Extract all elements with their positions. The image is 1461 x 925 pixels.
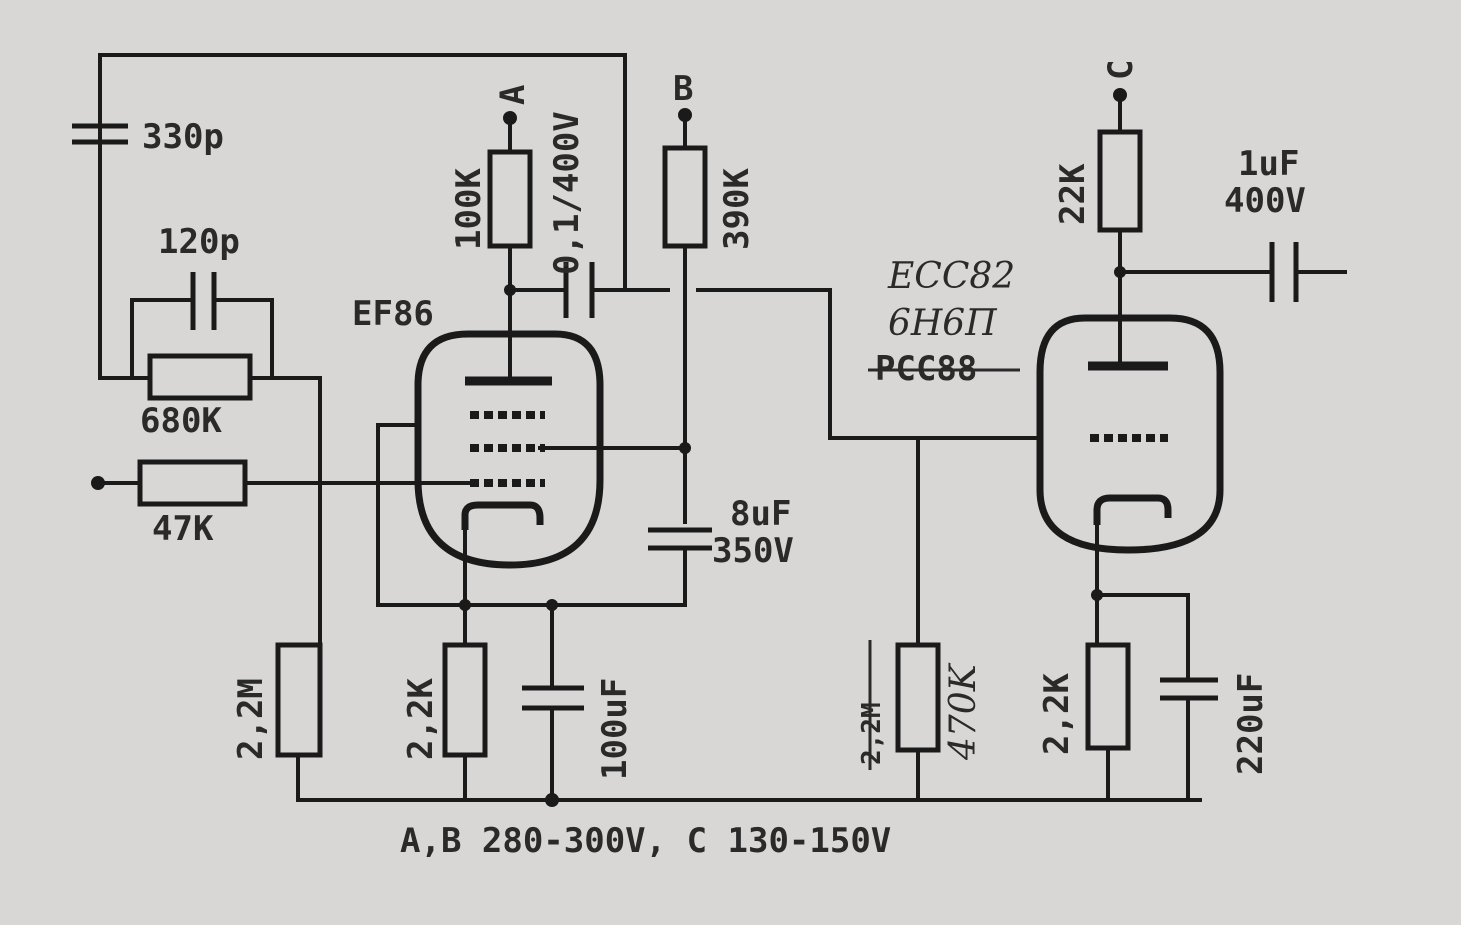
label-390k: 390K: [717, 168, 757, 250]
label-350v: 350V: [712, 531, 794, 571]
label-ecc82: ECC82: [887, 256, 1015, 297]
pentode-tube-ef86: [414, 330, 604, 569]
resistor-470k: [895, 642, 941, 753]
capacitor-120p: [190, 272, 217, 330]
resistor-22k: [1097, 129, 1143, 233]
label-680k: 680K: [140, 401, 222, 441]
wires: [96, 53, 1347, 802]
label-47k: 47K: [152, 509, 214, 549]
label-2m2: 2,2M: [231, 678, 271, 760]
capacitor-100uf: [522, 658, 584, 742]
supply-voltage-note: A,B 280-300V, C 130-150V: [400, 821, 891, 861]
label-220uf: 220uF: [1231, 673, 1271, 775]
label-node-c: C: [1101, 60, 1141, 80]
resistor-47k: [137, 459, 248, 507]
capacitor-1uf: [1269, 242, 1299, 302]
label-120p: 120p: [158, 222, 240, 262]
resistor-2m2: [275, 642, 323, 758]
resistor-680k: [147, 353, 253, 401]
label-400v: 400V: [1224, 181, 1306, 221]
label-2m2-struck: 2,2M: [857, 702, 887, 765]
capacitor-0-1uf: [563, 262, 595, 318]
label-100uf: 100uF: [595, 678, 635, 780]
label-22k: 22K: [1053, 163, 1093, 225]
label-node-a: A: [493, 85, 533, 105]
junction-dots: [91, 88, 1127, 807]
label-330p: 330p: [142, 117, 224, 157]
resistor-2k2-cathode2: [1085, 642, 1131, 751]
resistor-2k2-cathode1: [442, 642, 488, 758]
capacitor-8uf: [648, 527, 712, 551]
resistor-390k: [662, 145, 708, 249]
label-8uf: 8uF: [730, 494, 791, 534]
triode-tube: [1036, 314, 1224, 554]
capacitor-220uf: [1160, 658, 1218, 720]
label-6h6p: 6H6П: [888, 303, 997, 344]
label-node-b: B: [673, 69, 693, 109]
label-ef86: EF86: [352, 294, 434, 334]
resistor-100k: [487, 149, 533, 249]
label-1uf: 1uF: [1238, 144, 1299, 184]
capacitor-330p: [72, 123, 128, 145]
label-470k: 470K: [943, 662, 984, 761]
label-2k2-cathode1: 2,2K: [401, 678, 441, 760]
label-2k2-cathode2: 2,2K: [1037, 673, 1077, 755]
label-100k: 100K: [449, 168, 489, 250]
label-0-1-400v: 0,1/400V: [547, 111, 587, 275]
